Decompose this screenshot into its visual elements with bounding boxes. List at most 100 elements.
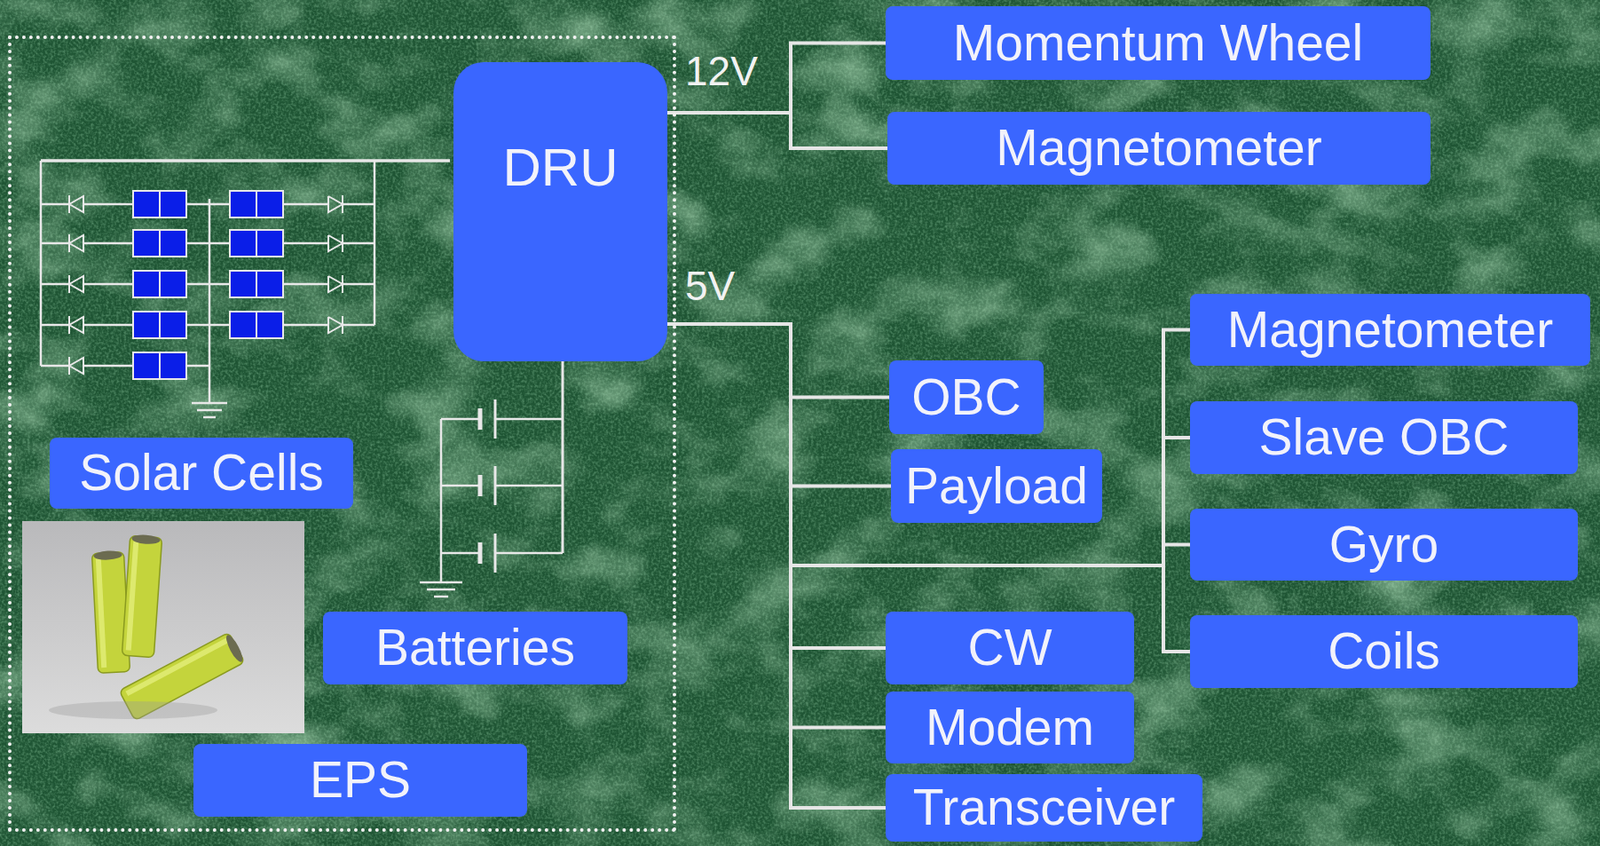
subsystem-box: Coils [1190, 614, 1578, 688]
solar-array-symbol [69, 196, 84, 213]
power-line [667, 323, 1191, 652]
subsystem-box: OBC [889, 360, 1044, 434]
power-line [667, 323, 1191, 566]
region-title: EPS [193, 743, 528, 817]
node-label: Modem [925, 698, 1095, 757]
battery-symbol [440, 418, 443, 583]
battery-symbol [494, 465, 497, 505]
solar-array-symbol [159, 229, 187, 257]
solar-array-symbol [133, 311, 160, 339]
subsystem-box: Payload [890, 449, 1103, 523]
power-line [667, 323, 886, 648]
battery-photo [121, 533, 162, 657]
battery-symbol [441, 551, 481, 555]
solar-array-symbol [159, 190, 187, 218]
solar-array-symbol [40, 203, 70, 206]
solar-array-symbol [40, 242, 70, 245]
node-label: Batteries [375, 618, 576, 678]
solar-array-symbol [256, 229, 284, 257]
solar-array-symbol [68, 234, 71, 253]
solar-array-symbol [186, 242, 210, 245]
solar-array-symbol [83, 283, 134, 286]
solar-array-symbol [159, 311, 187, 339]
solar-array-symbol [133, 190, 160, 218]
solar-array-symbol [229, 311, 257, 339]
solar-array-symbol [159, 270, 187, 298]
solar-array-symbol [328, 316, 343, 333]
solar-array-symbol [209, 283, 230, 286]
subsystem-box: Momentum Wheel [885, 6, 1431, 80]
solar-array-symbol [40, 158, 450, 163]
battery-symbol [433, 595, 449, 599]
solar-array-symbol [133, 229, 160, 257]
power-line [667, 323, 1191, 566]
voltage-label: 5V [685, 262, 735, 310]
dru-box: DRU [453, 62, 668, 362]
battery-symbol [426, 588, 456, 592]
battery-photo [223, 632, 246, 664]
node-label: OBC [911, 368, 1022, 427]
battery-symbol [561, 357, 565, 553]
eps-region: EPS DRU Solar CellsBatteries [7, 35, 677, 832]
solar-array-symbol [209, 242, 230, 245]
battery-symbol [495, 484, 563, 488]
solar-array-symbol [186, 323, 210, 327]
power-line [667, 43, 886, 114]
subsystem-box: Magnetometer [1190, 293, 1591, 366]
node-label: Magnetometer [995, 118, 1323, 178]
solar-array-symbol [191, 401, 228, 405]
solar-array-symbol [256, 190, 284, 218]
battery-symbol [441, 484, 481, 488]
battery-photo [125, 638, 229, 696]
battery-photo [131, 534, 161, 545]
voltage-label: 12V [685, 47, 758, 95]
battery-photo [93, 550, 122, 561]
battery-symbol [495, 551, 563, 555]
solar-array-symbol [209, 203, 230, 206]
node-label: DRU [503, 136, 619, 198]
solar-array-symbol [68, 315, 71, 334]
solar-array-symbol [342, 203, 375, 206]
solar-array-symbol [83, 203, 134, 206]
solar-array-symbol [203, 416, 216, 419]
battery-symbol [419, 357, 563, 597]
battery-symbol [419, 581, 463, 584]
solar-array-symbol [342, 283, 375, 286]
subsystem-box: Transceiver [885, 773, 1203, 842]
node-label: Momentum Wheel [953, 14, 1364, 73]
solar-array-symbol [283, 323, 329, 327]
solar-array-symbol [159, 352, 187, 379]
solar-array-symbol [186, 283, 210, 286]
solar-array-symbol [68, 275, 71, 293]
solar-array-symbol [68, 356, 71, 375]
node-label: Solar Cells [78, 443, 324, 503]
solar-array-symbol [342, 323, 375, 327]
power-line [667, 323, 891, 487]
solar-array-symbol [69, 275, 84, 292]
solar-array-symbol [328, 196, 343, 213]
solar-array-symbol [208, 198, 212, 403]
solar-array-symbol [229, 229, 257, 257]
solar-array-symbol [40, 364, 70, 368]
subsystem-box: Slave OBC [1190, 401, 1578, 474]
label-box: Batteries [323, 611, 628, 685]
solar-array-symbol [186, 364, 210, 368]
solar-array-symbol [229, 270, 257, 298]
solar-array-symbol [40, 160, 450, 418]
solar-array-symbol [209, 323, 230, 327]
node-label: Gyro [1329, 515, 1440, 575]
battery-photo [22, 520, 305, 734]
solar-array-symbol [342, 242, 375, 245]
solar-array-symbol [83, 364, 134, 368]
solar-array-symbol [197, 409, 222, 412]
solar-array-symbol [283, 203, 329, 206]
solar-array-symbol [283, 283, 329, 286]
battery-symbol [494, 399, 497, 439]
node-label: Coils [1327, 622, 1441, 681]
battery-photo [48, 701, 218, 719]
solar-array-symbol [39, 160, 43, 366]
battery-photo [126, 541, 140, 651]
subsystem-box: CW [885, 611, 1135, 685]
solar-array-symbol [40, 323, 70, 327]
